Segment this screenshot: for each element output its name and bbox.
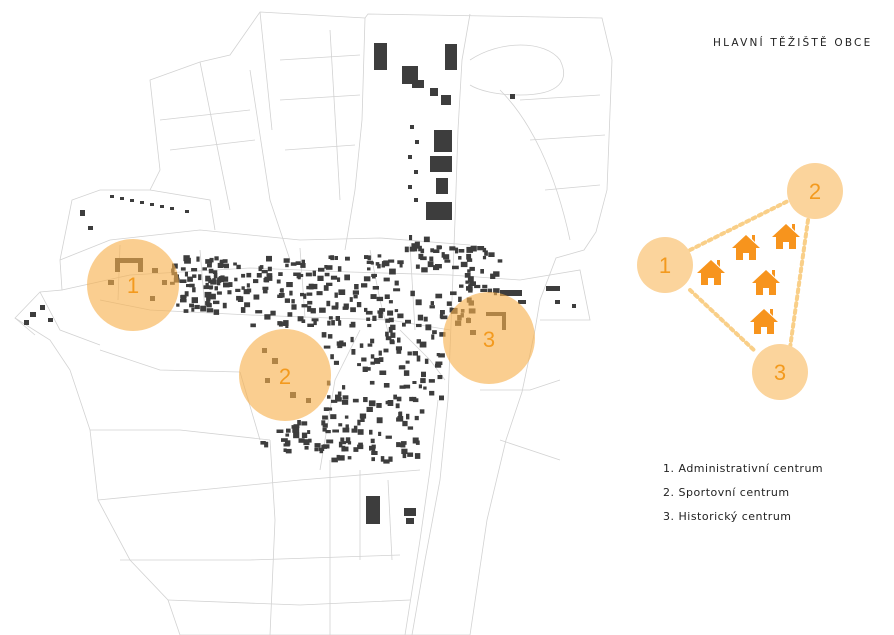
diagram-node-3-label: 3 <box>774 360 786 385</box>
legend-item-2: 2. Sportovní centrum <box>663 486 790 499</box>
center-3: 3 <box>443 292 535 384</box>
center-1: 1 <box>87 239 179 331</box>
diagram-node-2: 2 <box>787 163 843 219</box>
legend-item-1: 1. Administrativní centrum <box>663 462 824 475</box>
house-icon <box>697 260 725 285</box>
center-2: 2 <box>239 329 331 421</box>
diagram-node-1-label: 1 <box>659 253 671 278</box>
house-icons <box>697 224 800 334</box>
legend-item-3: 3. Historický centrum <box>663 510 792 523</box>
diagram-node-2-label: 2 <box>809 179 821 204</box>
house-icon <box>732 235 760 260</box>
diagram-node-3: 3 <box>752 344 808 400</box>
house-icon <box>752 270 780 295</box>
center-circles: 1 2 3 <box>87 239 535 421</box>
center-1-label: 1 <box>127 273 139 298</box>
village-buildings <box>170 235 503 464</box>
house-icon <box>750 309 778 334</box>
house-icon <box>772 224 800 249</box>
dotted-connectors <box>688 198 810 354</box>
map-title: HLAVNÍ TĚŽIŠTĚ OBCE <box>713 37 873 49</box>
diagram-node-1: 1 <box>637 237 693 293</box>
legend: 1. Administrativní centrum 2. Sportovní … <box>663 461 823 533</box>
center-3-label: 3 <box>483 327 495 352</box>
centers-diagram: 1 2 3 <box>637 163 843 400</box>
center-2-label: 2 <box>279 364 291 389</box>
